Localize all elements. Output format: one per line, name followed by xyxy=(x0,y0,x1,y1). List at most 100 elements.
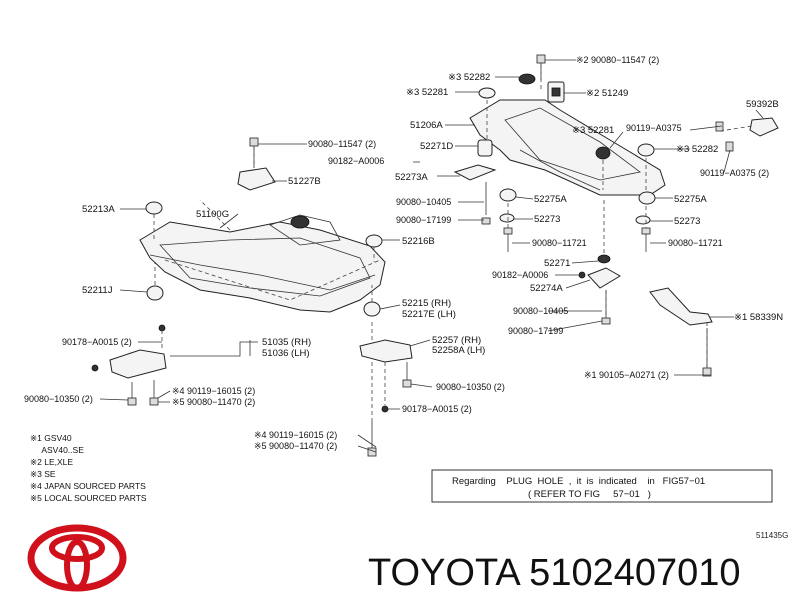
label-52273a: 52273A xyxy=(395,172,428,183)
washer-52273-left xyxy=(499,213,515,223)
note-line-1: Regarding PLUG HOLE , it is indicated in… xyxy=(452,476,705,487)
label-52274a: 52274A xyxy=(530,283,563,294)
label-52273-left: 52273 xyxy=(534,214,560,225)
label-51035: 51035 (RH) xyxy=(262,337,311,348)
plug-hole-note-box: Regarding PLUG HOLE , it is indicated in… xyxy=(431,469,773,503)
bolt-90080-11721-right xyxy=(641,227,651,235)
label-90178-a0015-right: 90178−A0015 (2) xyxy=(402,404,472,414)
bolt-90080-10350-left xyxy=(127,397,137,406)
mount-52271d xyxy=(477,139,493,157)
bolt-90080-11547-left xyxy=(249,137,259,147)
label-51227b: 51227B xyxy=(288,176,321,187)
label-90080-17199-lower: 90080−17199 xyxy=(508,326,563,336)
bolt-90080-11547-top xyxy=(536,54,546,64)
label-90119-16015-left: ※4 90119−16015 (2) xyxy=(172,386,255,396)
label-90080-11547-top: ※2 90080−11547 (2) xyxy=(576,55,659,65)
bolt-90080-10350-right xyxy=(402,379,412,388)
mount-52213a xyxy=(145,201,163,215)
label-90182-a0006-upper: 90182−A0006 xyxy=(328,156,384,166)
toyota-logo-icon xyxy=(27,524,127,592)
label-51249: ※2 51249 xyxy=(586,88,628,99)
label-52282-right: ※3 52282 xyxy=(676,144,718,155)
label-52281-right: ※3 52281 xyxy=(572,125,614,136)
mount-52215 xyxy=(363,301,381,317)
label-90080-11547-left: 90080−11547 (2) xyxy=(308,139,376,149)
label-90080-10405-lower: 90080−10405 xyxy=(513,306,568,316)
label-90080-17199-upper: 90080−17199 xyxy=(396,215,451,225)
label-90119-a0375-2: 90119−A0375 (2) xyxy=(700,168,769,178)
washer-52273-right xyxy=(635,215,651,225)
label-90080-11470-left: ※5 90080−11470 (2) xyxy=(172,397,255,407)
label-52213a: 52213A xyxy=(82,204,115,215)
leader-lines xyxy=(99,59,764,453)
label-52258a: 52258A (LH) xyxy=(432,345,485,356)
label-90080-11721-right: 90080−11721 xyxy=(668,238,723,248)
note-line-2: ( REFER TO FIG 57−01 ) xyxy=(528,489,651,500)
label-90080-10350-right: 90080−10350 (2) xyxy=(436,382,505,392)
label-52275a-left: 52275A xyxy=(534,194,567,205)
mount-52275a-right xyxy=(638,191,656,205)
bracket-58339n xyxy=(649,287,713,326)
rear-crossmember-assembly xyxy=(453,54,779,377)
legend-line: ※5 LOCAL SOURCED PARTS xyxy=(30,493,147,503)
plate-52273a xyxy=(453,164,497,181)
footnote-legend: ※1 GSV40 ASV40..SE ※2 LE,XLE ※3 SE ※4 JA… xyxy=(30,433,147,503)
bolt-90080-11721-left xyxy=(503,227,513,235)
crossmember-51206a xyxy=(469,99,666,196)
label-90080-11721-left: 90080−11721 xyxy=(532,238,587,248)
bolt-90119-a0375-2 xyxy=(725,141,734,152)
bushing-52281-right xyxy=(595,146,611,160)
part-labels: ※3 52282 ※3 52281 ※2 90080−11547 (2) ※2 … xyxy=(24,55,783,451)
label-52257: 52257 (RH) xyxy=(432,335,481,346)
front-subframe-assembly xyxy=(91,137,413,457)
mount-52211j xyxy=(146,285,164,301)
label-52271: 52271 xyxy=(544,258,570,269)
nut-90178-a0015-right xyxy=(381,405,389,413)
nut-90080-17199-left xyxy=(481,217,491,225)
mount-52216b xyxy=(365,234,383,248)
bracket-51035 xyxy=(109,349,167,379)
label-90080-11470-center: ※5 90080−11470 (2) xyxy=(254,441,337,451)
legend-line: ※4 JAPAN SOURCED PARTS xyxy=(30,481,146,491)
label-52281-upper: ※3 52281 xyxy=(406,87,448,98)
label-90119-16015-center: ※4 90119−16015 (2) xyxy=(254,430,337,440)
label-52215: 52215 (RH) xyxy=(402,298,451,309)
label-51100g: 51100G xyxy=(196,209,229,220)
brand-part-title: TOYOTA 5102407010 xyxy=(368,552,741,594)
figure-id: 511435G xyxy=(756,531,788,540)
bracket-51227b xyxy=(237,167,276,191)
label-51036: 51036 (LH) xyxy=(262,348,310,359)
label-52273-right: 52273 xyxy=(674,216,700,227)
nut-90080-17199-center xyxy=(601,317,611,325)
label-52282-upper: ※3 52282 xyxy=(448,72,490,83)
label-52275a-right: 52275A xyxy=(674,194,707,205)
bushing-52282-upper xyxy=(518,73,536,85)
nut-90178-a0015-left xyxy=(91,364,99,372)
bracket-52257 xyxy=(359,339,413,363)
bolt-90119-16015-left xyxy=(149,397,159,406)
label-52217e: 52217E (LH) xyxy=(402,309,456,320)
mount-52274a xyxy=(587,267,621,289)
bushing-52282-right xyxy=(637,143,655,157)
legend-line: ※1 GSV40 xyxy=(30,433,72,443)
bracket-59392b xyxy=(749,117,779,137)
label-52216b: 52216B xyxy=(402,236,435,247)
label-90080-10350-left: 90080−10350 (2) xyxy=(24,394,93,404)
subframe-51100g xyxy=(139,221,386,313)
label-90182-a0006-lower: 90182−A0006 xyxy=(492,270,548,280)
legend-line: ※3 SE xyxy=(30,469,56,479)
label-52271d: 52271D xyxy=(420,141,453,152)
label-58339n: ※1 58339N xyxy=(734,312,783,323)
label-90178-a0015-left: 90178−A0015 (2) xyxy=(62,337,132,347)
bushing-52281-upper xyxy=(478,87,496,99)
label-90119-a0375: 90119−A0375 xyxy=(626,123,682,133)
label-90080-10405-upper: 90080−10405 xyxy=(396,197,451,207)
bushing-51100g-top xyxy=(290,215,310,229)
label-52211j: 52211J xyxy=(82,285,113,296)
mount-52275a-left xyxy=(499,188,517,202)
legend-line: ※2 LE,XLE xyxy=(30,457,73,467)
label-51206a: 51206A xyxy=(410,120,443,131)
label-90105-a0271: ※1 90105−A0271 (2) xyxy=(584,370,669,380)
legend-line: ASV40..SE xyxy=(30,445,84,455)
